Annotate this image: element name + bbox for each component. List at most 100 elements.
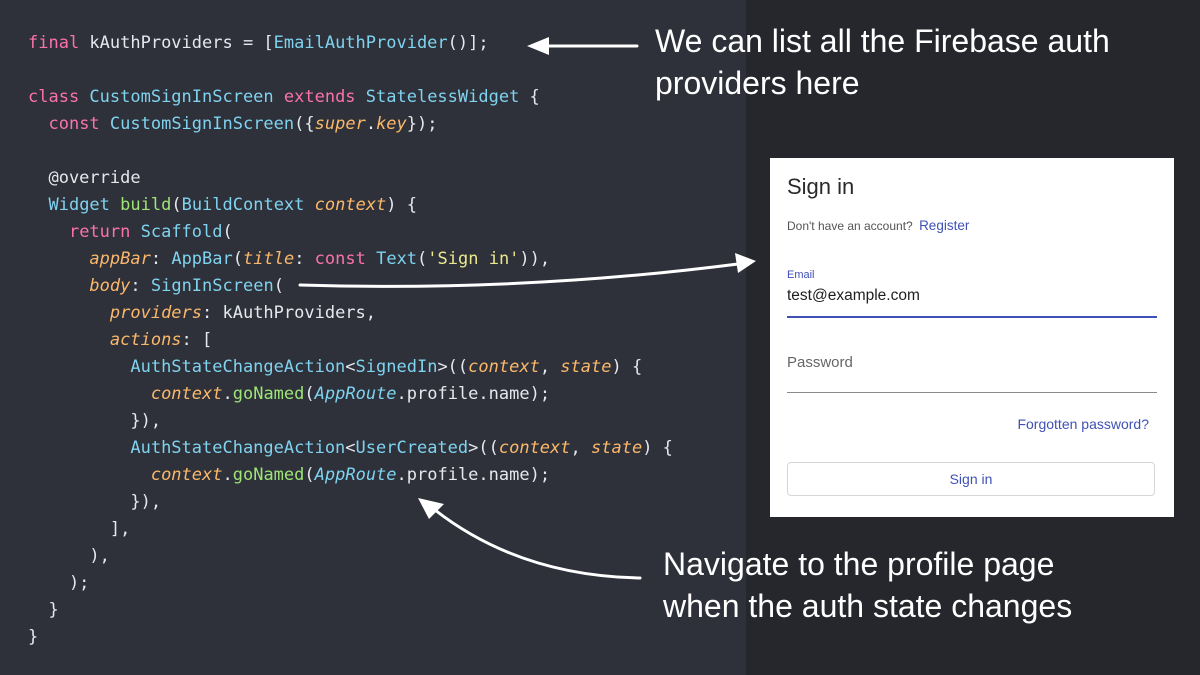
code-token: actions	[109, 330, 182, 350]
password-field-underline	[787, 392, 1157, 393]
code-token: goNamed	[232, 384, 305, 404]
code-line: context.goNamed(AppRoute.profile.name);	[28, 462, 673, 489]
code-token: ({	[294, 114, 315, 134]
code-token: ()];	[447, 33, 489, 53]
code-token	[28, 276, 89, 296]
code-editor-panel: final kAuthProviders = [EmailAuthProvide…	[0, 0, 746, 675]
register-prompt: Don't have an account? Register	[787, 218, 969, 233]
code-token: CustomSignInScreen	[109, 114, 295, 134]
code-token: AuthStateChangeAction	[130, 357, 346, 377]
code-token	[28, 384, 151, 404]
code-token: context	[150, 384, 223, 404]
code-token: extends	[283, 87, 366, 107]
code-token: appBar	[89, 249, 151, 269]
code-line: ],	[28, 516, 673, 543]
code-line	[28, 138, 673, 165]
code-line: }),	[28, 408, 673, 435]
code-token: context	[314, 195, 387, 215]
code-token	[28, 222, 69, 242]
code-line: context.goNamed(AppRoute.profile.name);	[28, 381, 673, 408]
code-token: : kAuthProviders,	[202, 303, 377, 323]
code-block: final kAuthProviders = [EmailAuthProvide…	[28, 30, 673, 651]
code-token: AppRoute	[314, 384, 397, 404]
code-token: AppBar	[171, 249, 233, 269]
code-token: });	[406, 114, 438, 134]
code-line: @override	[28, 165, 673, 192]
code-line: }	[28, 597, 673, 624]
code-token: state	[560, 357, 612, 377]
code-token: super	[314, 114, 366, 134]
code-line: }	[28, 624, 673, 651]
code-line: Widget build(BuildContext context) {	[28, 192, 673, 219]
code-token: (	[171, 195, 182, 215]
code-token: Text	[376, 249, 418, 269]
code-token: class	[28, 87, 90, 107]
code-token: }),	[28, 411, 162, 431]
code-token: kAuthProviders = [	[89, 33, 274, 53]
annotation-navigate: Navigate to the profile page when the au…	[663, 546, 1073, 624]
code-token: AppRoute	[314, 465, 397, 485]
code-token: UserCreated	[355, 438, 469, 458]
code-token: .profile.name);	[396, 384, 551, 404]
code-line: AuthStateChangeAction<SignedIn>((context…	[28, 354, 673, 381]
code-token: <	[345, 438, 356, 458]
annotation-providers: We can list all the Firebase auth provid…	[655, 23, 1110, 101]
code-token	[28, 330, 110, 350]
code-token	[28, 249, 89, 269]
code-token: )),	[519, 249, 551, 269]
code-token: AuthStateChangeAction	[130, 438, 346, 458]
code-token: ],	[28, 519, 131, 539]
forgot-password-link[interactable]: Forgotten password?	[1017, 416, 1149, 432]
code-token: context	[150, 465, 223, 485]
code-token	[28, 303, 110, 323]
signin-screen-preview: Sign in Don't have an account? Register …	[770, 158, 1174, 517]
code-token: ),	[28, 546, 110, 566]
code-token: context	[468, 357, 540, 377]
code-token: title	[243, 249, 295, 269]
code-token: >((	[468, 438, 499, 458]
email-field-label: Email	[787, 269, 815, 281]
code-token: (	[232, 249, 243, 269]
code-line	[28, 57, 673, 84]
code-token: StatelessWidget	[365, 87, 520, 107]
password-field[interactable]: Password	[787, 354, 853, 371]
code-line: actions: [	[28, 327, 673, 354]
code-line: appBar: AppBar(title: const Text('Sign i…	[28, 246, 673, 273]
code-token	[28, 465, 151, 485]
email-field[interactable]: test@example.com	[787, 287, 920, 304]
code-token: context	[498, 438, 571, 458]
code-token: providers	[109, 303, 203, 323]
code-line: ),	[28, 543, 673, 570]
code-token: ) {	[386, 195, 418, 215]
code-token: <	[345, 357, 356, 377]
code-token: );	[28, 573, 90, 593]
code-line: AuthStateChangeAction<UserCreated>((cont…	[28, 435, 673, 462]
code-token	[28, 114, 48, 134]
code-token: }	[28, 600, 59, 620]
page-title: Sign in	[787, 174, 855, 199]
code-token: @override	[28, 168, 141, 188]
code-token: Scaffold	[140, 222, 223, 242]
code-token: (	[222, 222, 233, 242]
code-token: goNamed	[232, 465, 305, 485]
register-link[interactable]: Register	[919, 218, 970, 233]
code-token: SignInScreen	[150, 276, 274, 296]
code-line: class CustomSignInScreen extends Statele…	[28, 84, 673, 111]
code-token: Widget	[48, 195, 121, 215]
code-token: }	[28, 627, 39, 647]
code-token: BuildContext	[181, 195, 315, 215]
code-token: (	[273, 276, 284, 296]
code-token: EmailAuthProvider	[273, 33, 448, 53]
code-token: final	[28, 33, 90, 53]
code-token: const	[48, 114, 110, 134]
code-token: (	[417, 249, 428, 269]
code-token: (	[304, 384, 315, 404]
code-token: key	[376, 114, 407, 134]
code-token	[28, 438, 130, 458]
code-token: .	[222, 465, 233, 485]
code-token	[28, 195, 48, 215]
no-account-text: Don't have an account?	[787, 219, 913, 233]
sign-in-button[interactable]: Sign in	[787, 462, 1155, 496]
code-token: >((	[437, 357, 469, 377]
code-token: const	[314, 249, 377, 269]
